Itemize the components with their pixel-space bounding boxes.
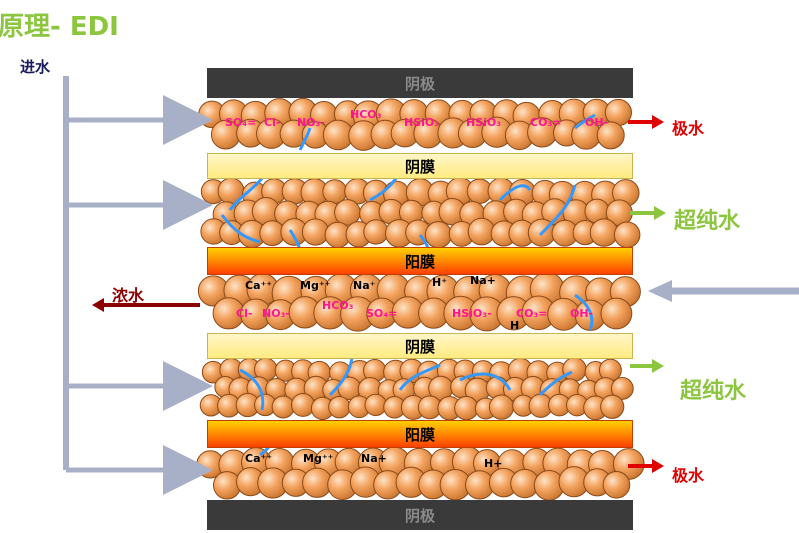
ion-label: HSiO₃- — [452, 307, 492, 320]
pure-water-2-label: 超纯水 — [680, 379, 747, 404]
ion-label: H — [510, 319, 520, 332]
ion-label: HSiO₃ — [404, 116, 440, 129]
ion-flow-arrow — [538, 370, 573, 397]
cation-membrane-1: 阳膜 — [207, 247, 633, 275]
resin-bead — [562, 357, 587, 382]
concentrate-label: 浓水 — [112, 286, 145, 305]
pure-water-1-arrow-head — [654, 206, 666, 220]
ion-label: CO₃= — [516, 307, 548, 320]
ion-label: Na⁺ — [353, 279, 376, 292]
outlet-arrows — [92, 115, 666, 473]
ion-label: OH- — [570, 307, 594, 320]
resin-bead — [610, 377, 634, 400]
ion-flow-arrow — [459, 372, 512, 391]
ion-label: SO₄= — [225, 116, 257, 129]
resin-beads — [196, 97, 645, 501]
cation-membrane-2: 阳膜 — [207, 420, 633, 448]
ion-label: Na+ — [361, 452, 387, 465]
electrode-water-top-label: 极水 — [672, 119, 705, 138]
ion-label: Ca⁺⁺ — [245, 452, 273, 465]
resin-bead — [589, 218, 619, 247]
ion-label: Na+ — [470, 274, 496, 287]
ion-flow-arrow — [398, 363, 441, 391]
ion-label: SO₄= — [366, 307, 398, 320]
pure-water-2-arrow-head — [652, 359, 664, 373]
ion-label: CO₃= — [530, 116, 562, 129]
resin-bead — [271, 395, 295, 419]
electrode-water-bottom-arrow-head — [652, 459, 664, 473]
ion-flow-arrow — [298, 127, 312, 151]
resin-bead — [363, 219, 389, 245]
resin-bead — [488, 394, 515, 420]
resin-bead — [600, 394, 625, 419]
cathode-top: 阴极 — [207, 68, 633, 98]
electrode-water-bottom-label: 极水 — [672, 466, 705, 485]
ion-label: H⁺ — [432, 276, 448, 289]
resin-bead — [600, 297, 633, 330]
ion-label: NO₃- — [297, 116, 325, 129]
resin-bead — [301, 218, 330, 246]
resin-bead — [454, 395, 479, 421]
ion-flow-arrow — [328, 357, 354, 397]
pure-water-1-label: 超纯水 — [674, 209, 741, 234]
anion-membrane-1: 阴膜 — [207, 153, 633, 179]
resin-bead — [424, 221, 453, 249]
ion-label: Mg⁺⁺ — [300, 279, 331, 292]
resin-bead — [328, 395, 351, 419]
resin-bead — [467, 217, 496, 246]
resin-bead — [596, 121, 625, 150]
ion-label: HCO₃ — [350, 108, 382, 121]
ion-flow-arrow — [538, 184, 577, 237]
electrode-water-top-arrow-head — [652, 115, 664, 129]
resin-bead — [602, 470, 631, 499]
ion-label: H+ — [484, 457, 503, 470]
ion-label: NO₃- — [262, 307, 290, 320]
ion-flow-arrow — [574, 293, 594, 331]
page-title: 原理- EDI — [0, 12, 119, 42]
ion-label: Mg⁺⁺ — [303, 452, 334, 465]
ion-label: Cl- — [236, 307, 253, 320]
anion-membrane-2: 阴膜 — [207, 333, 633, 359]
cathode-bottom: 阴极 — [207, 500, 633, 530]
ion-flow-arrow — [239, 368, 265, 411]
ion-flow-arrow — [574, 113, 596, 130]
ion-label: OH- — [585, 116, 609, 129]
ion-label: Ca⁺⁺ — [245, 279, 273, 292]
ion-label: HSiO₃ — [466, 116, 502, 129]
resin-bead — [364, 393, 387, 417]
ion-flow-arrow — [220, 214, 261, 244]
ion-label: Cl- — [264, 116, 281, 129]
resin-bead — [613, 221, 641, 249]
concentrate-arrow-head — [92, 298, 104, 312]
feed-pipe-right-head — [648, 280, 672, 302]
feed-pipes — [63, 76, 799, 495]
resin-bead — [291, 392, 316, 417]
ion-flow-arrow — [498, 184, 532, 202]
inlet-label: 进水 — [20, 58, 51, 76]
ion-label: HCO₃ — [322, 299, 354, 312]
